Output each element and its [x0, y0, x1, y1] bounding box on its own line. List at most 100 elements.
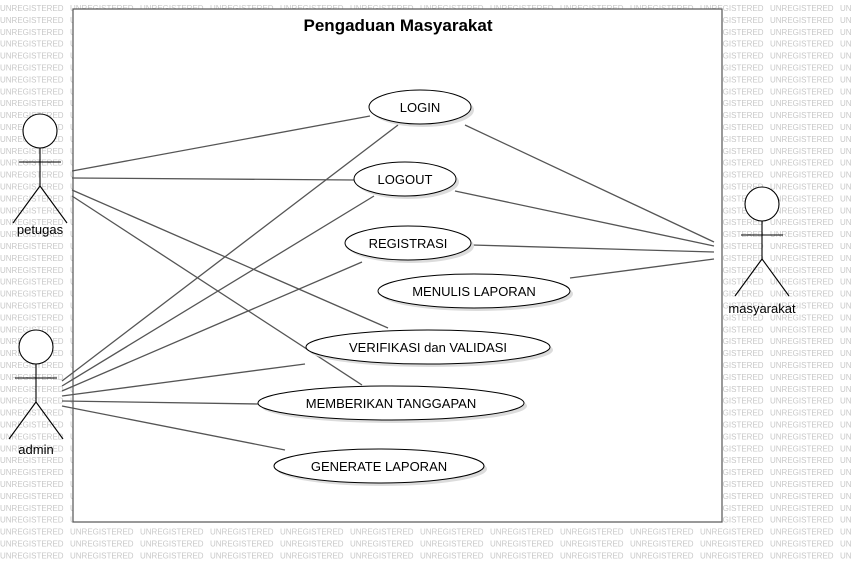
watermark-text: UNREGISTERED — [0, 99, 64, 108]
watermark-text: UNREGISTERED — [700, 135, 764, 144]
watermark-text: UNREGISTERED — [840, 266, 851, 275]
use-case-verifikasi[interactable]: VERIFIKASI dan VALIDASI — [305, 329, 553, 367]
associations — [61, 115, 715, 451]
watermark-text: UNREGISTERED — [770, 468, 834, 477]
watermark-text: UNREGISTERED — [770, 504, 834, 513]
watermark-text: UNREGISTERED — [840, 397, 851, 406]
watermark-text: UNREGISTERED — [770, 87, 834, 96]
watermark-text: UNREGISTERED — [840, 171, 851, 180]
watermark-text: UNREGISTERED — [700, 480, 764, 489]
use-cases: LOGIN LOGOUT REGISTRASI MENULIS LAPORAN VERI… — [257, 89, 573, 486]
watermark-text: UNREGISTERED — [770, 432, 834, 441]
association-masyarakat-registrasi — [471, 244, 715, 253]
watermark-text: UNREGISTERED — [0, 290, 64, 299]
use-case-menulis-laporan[interactable]: MENULIS LAPORAN — [377, 273, 573, 311]
use-case-ellipse — [344, 225, 472, 261]
watermark-text: UNREGISTERED — [350, 551, 414, 560]
actor-stick-figure-icon — [8, 329, 64, 440]
watermark-text: UNREGISTERED — [840, 111, 851, 120]
watermark-text: UNREGISTERED — [280, 551, 344, 560]
watermark-text: UNREGISTERED — [770, 40, 834, 49]
watermark-text: UNREGISTERED — [770, 302, 834, 311]
watermark-text: UNREGISTERED — [700, 278, 764, 287]
use-case-ellipse — [273, 448, 485, 484]
watermark-text: UNREGISTERED — [700, 87, 764, 96]
watermark-text: UNREGISTERED — [770, 397, 834, 406]
watermark-text: UNREGISTERED — [140, 551, 204, 560]
watermark-text: UNREGISTERED — [0, 397, 64, 406]
watermark-text: UNREGISTERED — [0, 480, 64, 489]
watermark-text: UNREGISTERED — [840, 194, 851, 203]
watermark-text: UNREGISTERED — [210, 528, 274, 537]
actor-label: petugas — [17, 222, 64, 237]
watermark-text: UNREGISTERED — [770, 135, 834, 144]
watermark-text: UNREGISTERED — [70, 540, 134, 549]
use-case-label: MEMBERIKAN TANGGAPAN — [306, 396, 476, 411]
watermark-text: UNREGISTERED — [490, 551, 554, 560]
association-petugas-verifikasi — [71, 189, 389, 329]
watermark-text: UNREGISTERED — [770, 540, 834, 549]
association-petugas-login — [71, 115, 371, 172]
use-case-generate-laporan[interactable]: GENERATE LAPORAN — [273, 448, 487, 486]
watermark-text: UNREGISTERED — [840, 230, 851, 239]
watermark-text: UNREGISTERED — [840, 290, 851, 299]
watermark-text: UNREGISTERED — [700, 290, 764, 299]
watermark-text: UNREGISTERED — [700, 432, 764, 441]
watermark-text: UNREGISTERED — [0, 254, 64, 263]
association-admin-login — [61, 124, 399, 382]
watermark-text: UNREGISTERED — [700, 40, 764, 49]
association-masyarakat-logout — [454, 190, 715, 247]
use-case-registrasi[interactable]: REGISTRASI — [344, 225, 474, 263]
watermark-text: UNREGISTERED — [560, 551, 624, 560]
watermark-text: UNREGISTERED — [700, 75, 764, 84]
watermark-text: UNREGISTERED — [770, 254, 834, 263]
watermark-text: UNREGISTERED — [700, 361, 764, 370]
watermark-text: UNREGISTERED — [280, 528, 344, 537]
use-case-logout[interactable]: LOGOUT — [353, 161, 459, 199]
watermark-text: UNREGISTERED — [840, 492, 851, 501]
watermark-text: UNREGISTERED — [770, 385, 834, 394]
watermark-text: UNREGISTERED — [770, 325, 834, 334]
use-case-ellipse — [377, 273, 571, 309]
watermark-text: UNREGISTERED — [630, 528, 694, 537]
watermark-text: UNREGISTERED — [0, 183, 64, 192]
watermark-text: UNREGISTERED — [280, 540, 344, 549]
actor-petugas[interactable]: petugas — [12, 113, 68, 237]
watermark-text: UNREGISTERED — [840, 313, 851, 322]
watermark-text: UNREGISTERED — [0, 278, 64, 287]
association-masyarakat-login — [464, 124, 715, 243]
watermark-text: UNREGISTERED — [770, 480, 834, 489]
watermark-text: UNREGISTERED — [700, 99, 764, 108]
use-case-memberikan-tanggapan[interactable]: MEMBERIKAN TANGGAPAN — [257, 385, 527, 423]
watermark-text: UNREGISTERED — [840, 302, 851, 311]
watermark-text: UNREGISTERED — [840, 64, 851, 73]
watermark-text: UNREGISTERED — [700, 194, 764, 203]
actor-admin[interactable]: admin — [8, 329, 64, 457]
watermark-text: UNREGISTERED — [0, 468, 64, 477]
watermark-text: UNREGISTERED — [840, 242, 851, 251]
watermark-text: UNREGISTERED — [770, 266, 834, 275]
watermark-text: UNREGISTERED — [350, 540, 414, 549]
watermark-text: UNREGISTERED — [770, 194, 834, 203]
watermark-text: UNREGISTERED — [840, 75, 851, 84]
watermark-text: UNREGISTERED — [770, 361, 834, 370]
watermark-text: UNREGISTERED — [700, 528, 764, 537]
watermark-text: UNREGISTERED — [840, 480, 851, 489]
watermark-text: UNREGISTERED — [770, 313, 834, 322]
watermark-text: UNREGISTERED — [0, 16, 64, 25]
watermark-text: UNREGISTERED — [770, 28, 834, 37]
watermark-text: UNREGISTERED — [0, 171, 64, 180]
watermark-text: UNREGISTERED — [0, 444, 64, 453]
watermark-text: UNREGISTERED — [700, 551, 764, 560]
watermark-text: UNREGISTERED — [770, 456, 834, 465]
watermark-text: UNREGISTERED — [630, 540, 694, 549]
watermark-text: UNREGISTERED — [770, 337, 834, 346]
watermark-text: UNREGISTERED — [700, 456, 764, 465]
watermark-text: UNREGISTERED — [840, 504, 851, 513]
watermark-text: UNREGISTERED — [840, 99, 851, 108]
use-case-login[interactable]: LOGIN — [368, 89, 474, 127]
watermark-text: UNREGISTERED — [210, 551, 274, 560]
watermark-text: UNREGISTERED — [420, 528, 484, 537]
actor-masyarakat[interactable]: masyarakat — [728, 186, 796, 316]
